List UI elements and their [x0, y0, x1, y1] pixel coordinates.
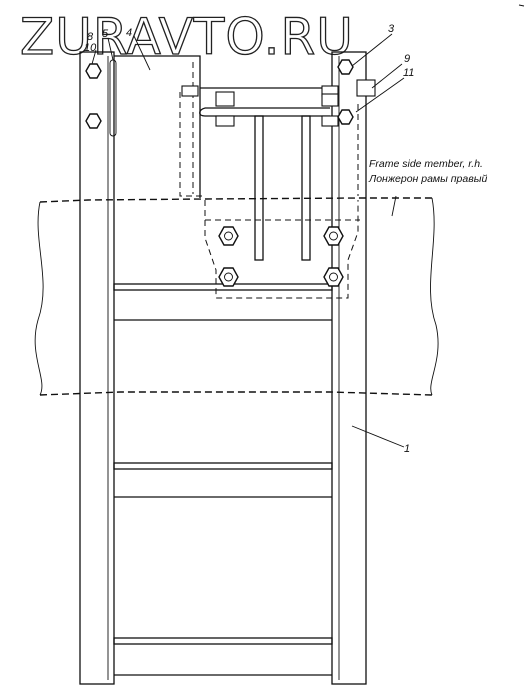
bracket-bolt-heads [181, 79, 376, 127]
mounting-plate [109, 55, 201, 198]
frame-side-member [34, 197, 439, 396]
callout-3: 3 [388, 23, 395, 35]
callout-4: 4 [126, 27, 132, 39]
clamp-bolts [254, 115, 311, 261]
frame-caption: Frame side member, r.h. Лонжерон рамы пр… [368, 158, 487, 185]
callout-9: 9 [404, 53, 410, 65]
watermark: ZURAVTO.RU [20, 8, 354, 66]
rail-nuts [85, 59, 354, 129]
caption-en: Frame side member, r.h. [369, 158, 483, 170]
callout-11: 11 [403, 67, 414, 79]
clamp-plate-nuts [218, 226, 344, 287]
margin-mark [518, 4, 525, 7]
callout-10: 10 [84, 42, 97, 54]
caption-ru: Лонжерон рамы правый [368, 173, 487, 185]
callout-1: 1 [404, 443, 410, 455]
clamp-plate [204, 200, 359, 299]
ladder-left-rail [79, 51, 115, 685]
callout-8: 8 [87, 31, 94, 43]
callout-5: 5 [102, 28, 109, 40]
ladder-right-rail [331, 51, 367, 685]
callout-labels: 8 10 5 4 3 9 11 1 [84, 23, 414, 455]
ladder-rungs [113, 283, 333, 676]
leader-lines [91, 33, 405, 448]
